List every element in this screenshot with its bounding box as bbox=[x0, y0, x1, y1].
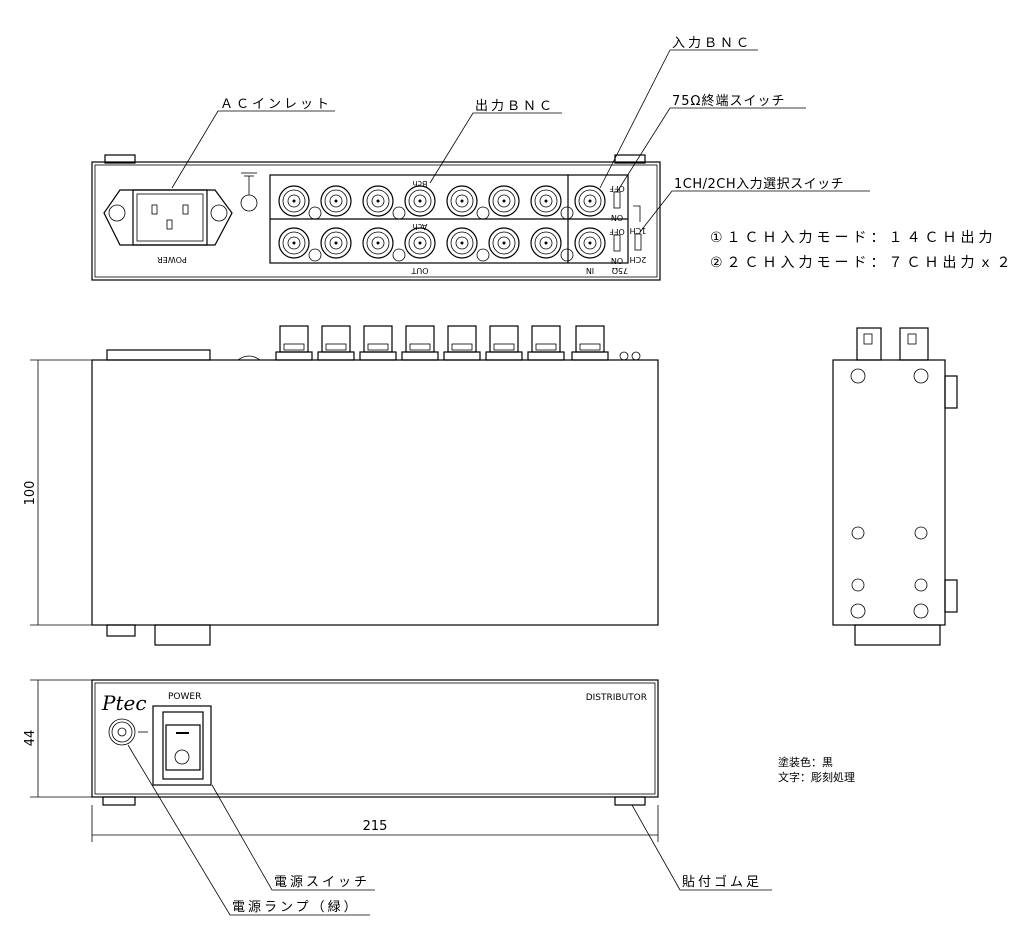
screw-icon bbox=[308, 248, 322, 262]
power-label: POWER bbox=[157, 255, 187, 264]
1ch-label: 1CH bbox=[630, 226, 647, 235]
callout-rubber-feet: 貼付ゴム足 bbox=[682, 874, 762, 890]
callouts: ＡＣインレット 出力ＢＮＣ 入力ＢＮＣ 75Ω終端スイッチ 1CH/2CH入力選… bbox=[171, 36, 1015, 271]
bnc-connector-top bbox=[275, 325, 313, 361]
power-switch[interactable] bbox=[152, 705, 212, 786]
callout-input-bnc: 入力ＢＮＣ bbox=[672, 36, 752, 51]
dimension-height-44: 44 bbox=[23, 730, 38, 747]
callout-power-lamp: 電源ランプ（緑） bbox=[232, 900, 360, 915]
bnc-connector[interactable] bbox=[446, 227, 478, 259]
channel-select-switch[interactable]: 1CH 2CH bbox=[630, 205, 647, 264]
bnc-connector-top bbox=[571, 325, 609, 361]
rear-panel-view: POWER Bch Ach OUT IN 75Ω OFF ON OFF ON 1… bbox=[91, 154, 661, 281]
2ch-label: 2CH bbox=[630, 255, 647, 264]
in-label: IN bbox=[586, 266, 594, 275]
ohm-label: 75Ω bbox=[612, 266, 628, 275]
screw-icon bbox=[108, 204, 126, 222]
dimension-width-215: 215 bbox=[363, 819, 388, 834]
note-mode1: ①１ＣＨ入力モード：１４ＣＨ出力 bbox=[710, 230, 997, 246]
bnc-connector[interactable] bbox=[278, 227, 310, 259]
screw-icon bbox=[913, 603, 929, 619]
screw-icon bbox=[308, 206, 322, 220]
callout-termination-switch: 75Ω終端スイッチ bbox=[672, 93, 785, 109]
screw-icon bbox=[476, 248, 490, 262]
bnc-connector[interactable] bbox=[488, 185, 520, 217]
bnc-connector[interactable] bbox=[320, 227, 352, 259]
front-view: Ptec POWER DISTRIBUTOR 44 215 電源スイッチ 電源ラ… bbox=[23, 679, 855, 916]
note-mode2: ②２ＣＨ入力モード：７ＣＨ出力ｘ２ bbox=[710, 255, 1015, 271]
top-view: 100 bbox=[23, 325, 659, 646]
on-label: ON bbox=[611, 256, 623, 265]
screw-icon bbox=[392, 206, 406, 220]
screw-icon bbox=[392, 248, 406, 262]
bnc-connector[interactable] bbox=[574, 227, 606, 259]
bnc-connector[interactable] bbox=[530, 227, 562, 259]
note-lettering: 文字：彫刻処理 bbox=[778, 770, 855, 784]
dimension-height-100: 100 bbox=[23, 481, 38, 506]
screw-icon bbox=[560, 248, 574, 262]
bnc-connector-top bbox=[527, 325, 565, 361]
callout-ac-inlet: ＡＣインレット bbox=[220, 97, 332, 112]
out-label: OUT bbox=[411, 266, 428, 275]
screw-icon bbox=[210, 204, 228, 222]
side-view bbox=[832, 327, 958, 646]
termination-switch-a[interactable]: OFF ON bbox=[609, 227, 625, 265]
front-power-label: POWER bbox=[168, 692, 201, 702]
bnc-connector[interactable] bbox=[320, 185, 352, 217]
bnc-connector[interactable] bbox=[574, 185, 606, 217]
bnc-connector[interactable] bbox=[362, 185, 394, 217]
bnc-connector[interactable] bbox=[530, 185, 562, 217]
ground-icon bbox=[240, 172, 258, 212]
bnc-connectors bbox=[278, 185, 606, 262]
bnc-connector-top bbox=[401, 325, 439, 361]
bch-label: Bch bbox=[413, 179, 428, 188]
bnc-connector-top bbox=[443, 325, 481, 361]
off-label: OFF bbox=[609, 227, 625, 236]
ach-label: Ach bbox=[413, 222, 428, 231]
bnc-connector-top bbox=[359, 325, 397, 361]
bnc-connector-top bbox=[317, 325, 355, 361]
bnc-connector-top bbox=[485, 325, 523, 361]
note-paint: 塗装色：黒 bbox=[778, 755, 833, 769]
bnc-connector[interactable] bbox=[278, 185, 310, 217]
bnc-connector[interactable] bbox=[488, 227, 520, 259]
termination-switch-b[interactable]: OFF ON bbox=[609, 184, 625, 222]
callout-output-bnc: 出力ＢＮＣ bbox=[475, 99, 555, 114]
bnc-connector[interactable] bbox=[362, 227, 394, 259]
power-lamp bbox=[108, 718, 148, 746]
screw-icon bbox=[560, 206, 574, 220]
screw-icon bbox=[913, 368, 929, 384]
callout-power-switch: 電源スイッチ bbox=[274, 875, 370, 890]
model-label: DISTRIBUTOR bbox=[586, 693, 647, 703]
callout-select-switch: 1CH/2CH入力選択スイッチ bbox=[674, 177, 844, 192]
bnc-connector[interactable] bbox=[404, 227, 436, 259]
ptec-logo: Ptec bbox=[101, 691, 147, 715]
bnc-connector[interactable] bbox=[404, 185, 436, 217]
screw-icon bbox=[850, 368, 866, 384]
off-label: OFF bbox=[609, 184, 625, 193]
bnc-connector[interactable] bbox=[446, 185, 478, 217]
on-label: ON bbox=[611, 213, 623, 222]
screw-icon bbox=[476, 206, 490, 220]
screw-icon bbox=[850, 603, 866, 619]
ac-inlet: POWER bbox=[103, 189, 233, 264]
